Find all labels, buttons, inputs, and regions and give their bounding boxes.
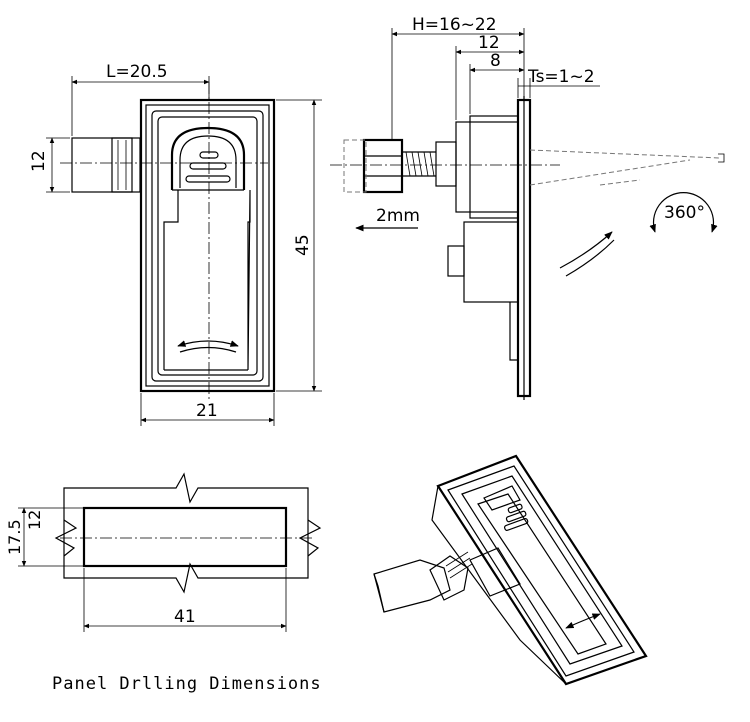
length-dimension-label: L=20.5: [106, 62, 168, 82]
height-dimension-label: 45: [293, 234, 313, 256]
drilling-caption: Panel Drlling Dimensions: [52, 674, 322, 694]
cutout-height-outer-label: 17.5: [5, 519, 24, 555]
rotation-label: 360°: [664, 203, 705, 223]
panel-thickness-label: Ts=1~2: [527, 67, 595, 87]
stub-height-label: 12: [29, 150, 49, 172]
side-dim-8-label: 8: [490, 51, 501, 71]
grip-range-label: H=16~22: [412, 15, 497, 35]
side-dim-12-label: 12: [478, 33, 500, 53]
offset-label: 2mm: [376, 206, 420, 226]
front-view: L=20.5 12 45 21: [29, 62, 322, 426]
isometric-view: [373, 454, 648, 686]
side-view: H=16~22 12 8 Ts=1~2 2mm 360°: [330, 15, 725, 400]
cutout-height-inner-label: 12: [25, 510, 44, 530]
drilling-view: 17.5 12 41: [5, 472, 322, 632]
width-dimension-label: 21: [196, 401, 218, 421]
cutout-width-label: 41: [174, 607, 196, 627]
